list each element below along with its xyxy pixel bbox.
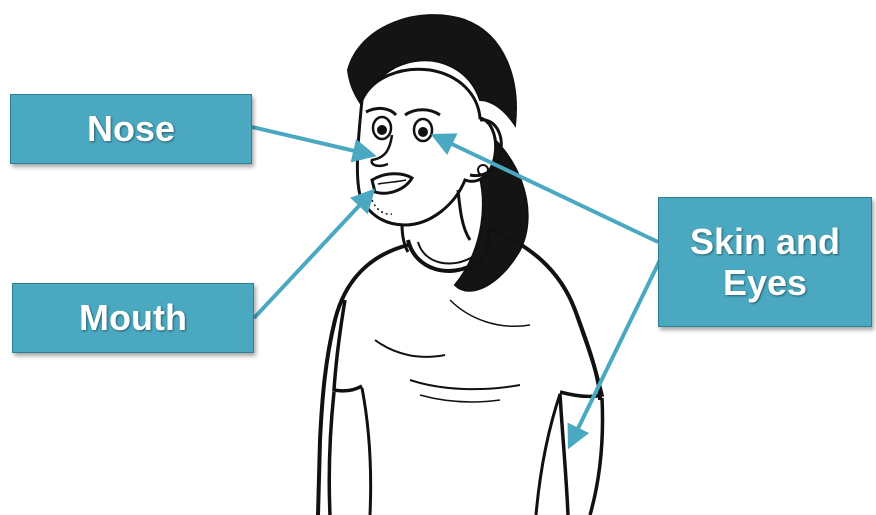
arm-right-inner: [560, 394, 568, 515]
torso-left: [362, 388, 371, 515]
nose-label: Nose: [87, 108, 175, 149]
arrow-skin-eyes: [435, 136, 658, 242]
skin-eyes-label-box: Skin and Eyes: [658, 197, 872, 327]
face: [357, 69, 495, 225]
mouth-label: Mouth: [79, 297, 187, 338]
neck-right: [458, 190, 470, 240]
mouth-label-box: Mouth: [12, 283, 254, 353]
arrow-nose: [252, 127, 372, 155]
nose-label-box: Nose: [10, 94, 252, 164]
pupil-left: [377, 125, 387, 135]
fold-2: [410, 380, 520, 389]
fold-4: [450, 300, 530, 326]
arm-right-outer: [590, 398, 603, 515]
arrow-mouth: [254, 192, 372, 318]
arrow-skin-arm: [570, 260, 660, 445]
collar-inner: [418, 242, 474, 264]
sleeve-right: [560, 310, 602, 396]
pupil-right: [418, 127, 428, 137]
fold-1: [375, 340, 445, 357]
torso-right: [536, 394, 560, 515]
skin-eyes-label: Skin and Eyes: [669, 221, 861, 304]
arm-left: [329, 392, 334, 515]
fold-3: [420, 395, 500, 402]
